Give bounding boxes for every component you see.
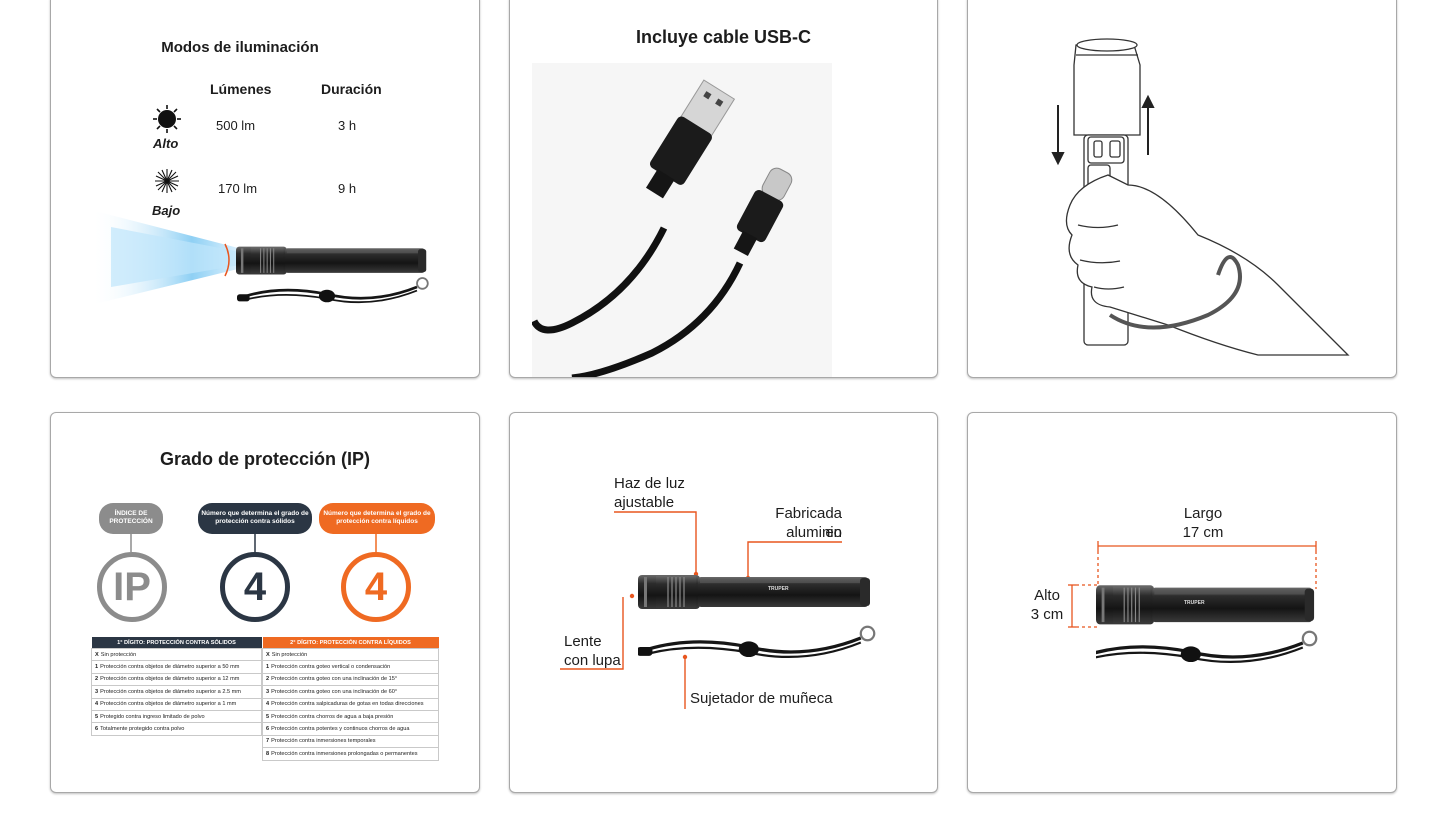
duration-low: 9 h [338, 181, 357, 196]
usb-cable-image [532, 63, 832, 377]
label-lens-line2: con lupa [564, 652, 621, 669]
label-aluminum-line1: Fabricada en [775, 505, 842, 541]
illumination-modes-panel: Modos de iluminación Lúmenes Duración Al… [50, 0, 480, 378]
brand-logo: TRUPER [1184, 600, 1205, 606]
dimensions-panel: Largo 17 cm Alto 3 cm TRUPER [967, 412, 1397, 793]
brand-logo: TRUPER [768, 586, 789, 592]
pill-protection-index: ÍNDICE DE PROTECCIÓN [99, 503, 163, 534]
hand-holding-flashlight-illustration [1051, 38, 1350, 356]
features-panel: Haz de luz ajustable Fabricada en alumin… [509, 412, 938, 793]
label-beam-line1: Haz de luz [614, 475, 685, 492]
liquids-header: 2° DÍGITO: PROTECCIÓN CONTRA LÍQUIDOS [262, 637, 439, 649]
ip-rating-panel: Grado de protección (IP) ÍNDICE DE PROTE… [50, 412, 480, 793]
sun-full-icon [153, 105, 181, 133]
label-aluminum-line2: aluminio [786, 524, 842, 541]
duration-header: Duración [321, 81, 382, 97]
sun-rays-icon [155, 169, 179, 193]
panel-title: Grado de protección (IP) [159, 449, 371, 469]
pill-connectors [130, 534, 377, 552]
pill-solids: Número que determina el grado de protecc… [198, 503, 312, 534]
lumens-high: 500 lm [216, 118, 256, 133]
duration-high: 3 h [338, 118, 357, 133]
solids-header: 1° DÍGITO: PROTECCIÓN CONTRA SÓLIDOS [91, 637, 262, 649]
circle-liquids-digit: 4 [341, 552, 411, 622]
mode-name-high: Alto [153, 136, 179, 151]
light-beam [91, 210, 246, 305]
circle-solids-digit: 4 [220, 552, 290, 622]
pill-liquids: Número que determina el grado de protecc… [319, 503, 435, 534]
panel-title: Modos de iluminación [161, 39, 319, 56]
mode-name-low: Bajo [152, 203, 181, 218]
panel-title: Incluye cable USB-C [635, 27, 812, 47]
usb-cable-panel: Incluye cable USB-C [509, 0, 938, 378]
label-wrist-strap: Sujetador de muñeca [690, 690, 833, 707]
label-lens-line1: Lente [564, 633, 602, 650]
lumens-low: 170 lm [218, 181, 258, 196]
length-value: 17 cm [1182, 524, 1224, 541]
hand-illustration-panel [967, 0, 1397, 378]
orange-bracket-icon [224, 243, 230, 277]
flashlight-image [638, 574, 876, 659]
dimension-lines [1068, 541, 1317, 628]
flashlight-image [236, 246, 430, 304]
flashlight-image [1096, 584, 1318, 664]
height-label: Alto [1034, 587, 1060, 604]
label-beam-line2: ajustable [614, 494, 675, 511]
length-label: Largo [1183, 505, 1223, 522]
circle-ip: IP [97, 552, 167, 622]
height-value: 3 cm [1030, 606, 1064, 623]
lumens-header: Lúmenes [210, 81, 272, 97]
